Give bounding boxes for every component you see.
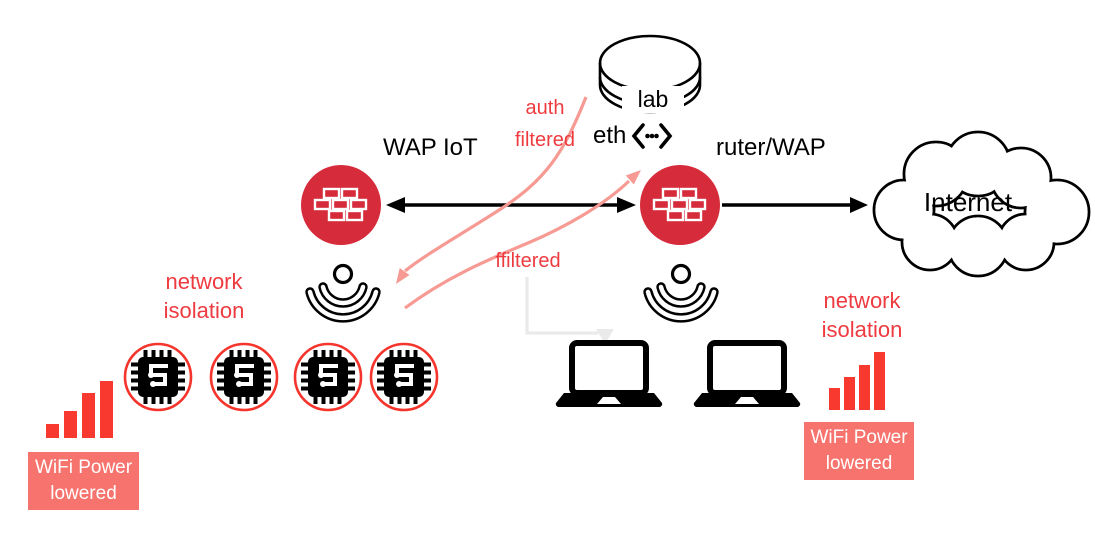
- wifi-power-right-line1: WiFi Power: [810, 427, 908, 448]
- router-wap-label: ruter/WAP: [716, 134, 826, 161]
- wifi-power-note-left: WiFi Power lowered: [28, 452, 139, 510]
- network-isolation-left-line1: network: [165, 269, 243, 294]
- eth-label: eth: [593, 122, 627, 149]
- signal-bar: [46, 424, 59, 438]
- signal-bar: [829, 388, 840, 410]
- iot-chip-icon: [369, 342, 439, 412]
- lab-node-label: lab: [622, 86, 684, 113]
- signal-bars-icon: [46, 380, 113, 438]
- network-isolation-right-line2: isolation: [821, 317, 903, 342]
- wifi-power-right-line2: lowered: [825, 453, 893, 474]
- iot-chip-icon: [209, 342, 279, 412]
- signal-bar: [844, 377, 855, 410]
- wifi-signal-icon: [305, 263, 381, 323]
- iot-chip-icon: [293, 342, 363, 412]
- internet-label: Internet: [923, 187, 1013, 217]
- wap-to-router-link: [386, 197, 636, 213]
- firewall-icon: [640, 165, 720, 245]
- auth-filtered-flow-arrow: [396, 96, 588, 284]
- wifi-signal-icon: [643, 263, 719, 323]
- laptop-icon: [555, 340, 663, 408]
- wifi-power-left-line1: WiFi Power: [34, 457, 133, 478]
- filtered-flow-arrow: [404, 170, 641, 310]
- signal-bar: [874, 352, 885, 410]
- wifi-power-left-line2: lowered: [50, 483, 117, 504]
- auth-filtered-note-line2: filtered: [514, 129, 576, 151]
- network-isolation-left-line2: isolation: [163, 298, 245, 323]
- signal-bars-icon: [829, 352, 885, 410]
- auth-filtered-note-line1: auth: [525, 97, 565, 119]
- laptop-icon: [693, 340, 801, 408]
- ethernet-icon: [632, 123, 673, 149]
- laptop-flow-arrow: [525, 277, 614, 344]
- signal-bar: [64, 411, 77, 438]
- router-to-internet-link: [722, 197, 868, 213]
- signal-bar: [82, 393, 95, 438]
- network-isolation-right-line1: network: [823, 288, 901, 313]
- firewall-icon: [301, 165, 381, 245]
- network-isolation-note-right: network isolation: [797, 286, 927, 344]
- eth-link-group: eth: [593, 121, 675, 151]
- network-isolation-note-left: network isolation: [139, 267, 269, 325]
- wifi-power-note-right: WiFi Power lowered: [804, 422, 914, 480]
- signal-bar: [859, 365, 870, 410]
- iot-chip-icon: [123, 342, 193, 412]
- signal-bar: [100, 381, 113, 438]
- wap-iot-label: WAP IoT: [383, 134, 478, 161]
- cloud-icon: [872, 130, 1091, 278]
- ffiltered-note: ffiltered: [495, 250, 561, 272]
- auth-filtered-note: auth filtered: [500, 92, 590, 156]
